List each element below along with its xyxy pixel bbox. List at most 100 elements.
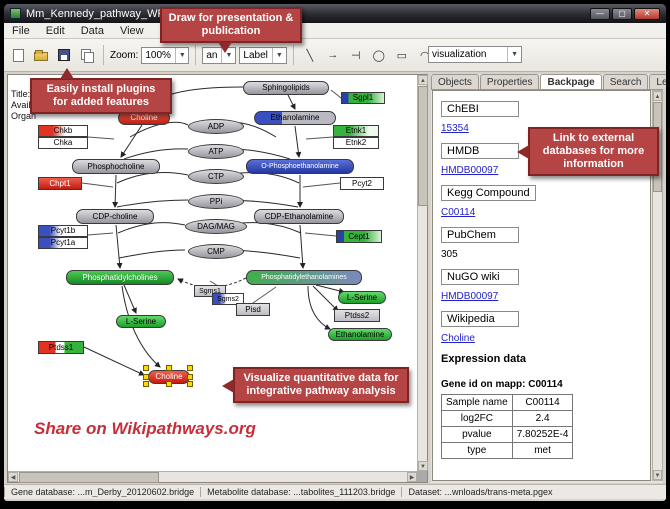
new-file-button[interactable] xyxy=(8,45,28,65)
selection-handle[interactable] xyxy=(166,381,172,387)
toolbar: Zoom: 100% ▼ an ▼ Label ▼ ╲ → ⊣ ◯ ▭ ◠ ◇ … xyxy=(4,39,666,72)
chebi-link[interactable]: 15354 xyxy=(441,123,469,134)
tbar-tool-button[interactable]: ⊣ xyxy=(351,49,361,62)
callout-pointer-icon xyxy=(222,379,234,393)
node-sphingolipids[interactable]: Sphingolipids xyxy=(243,81,329,95)
node-etnk1[interactable]: Etnk1 xyxy=(333,125,379,137)
node-pcyt1a[interactable]: Pcyt1a xyxy=(38,237,88,249)
node-adp[interactable]: ADP xyxy=(188,119,244,134)
chevron-down-icon: ▼ xyxy=(174,47,186,63)
node-cdp-choline[interactable]: CDP-choline xyxy=(76,209,154,224)
node-phosphatidylcholines[interactable]: Phosphatidylcholines xyxy=(66,270,174,285)
selection-handle[interactable] xyxy=(143,381,149,387)
gene-id-label: Gene id on mapp: C00114 xyxy=(441,379,563,390)
minimize-button[interactable]: — xyxy=(590,7,610,20)
backpage-section-wikipedia: Wikipedia Choline xyxy=(441,311,642,344)
node-ptdss2[interactable]: Ptdss2 xyxy=(334,309,380,322)
selection-handle[interactable] xyxy=(187,381,193,387)
node-cmp[interactable]: CMP xyxy=(188,244,244,259)
menu-view[interactable]: View xyxy=(119,24,144,37)
node-cept1[interactable]: Cept1 xyxy=(336,230,382,243)
scroll-right-icon[interactable]: ▶ xyxy=(407,472,417,482)
node-ctp[interactable]: CTP xyxy=(188,169,244,184)
maximize-button[interactable]: ▢ xyxy=(612,7,632,20)
wikipedia-header: Wikipedia xyxy=(441,311,519,327)
wikipedia-link[interactable]: Choline xyxy=(441,333,475,344)
arrow-tool-button[interactable]: → xyxy=(327,49,339,61)
pathway-infobox: Title: Avail Organ xyxy=(11,89,36,122)
selection-handle[interactable] xyxy=(166,365,172,371)
kegg-link[interactable]: C00114 xyxy=(441,207,476,218)
node-chkb[interactable]: Chkb xyxy=(38,125,88,137)
node-ptdss1[interactable]: Ptdss1 xyxy=(38,341,84,354)
cell-pvalue-value: 7.80252E-4 xyxy=(511,426,574,443)
copy-button[interactable] xyxy=(77,45,97,65)
menu-edit[interactable]: Edit xyxy=(45,24,65,37)
scrollbar-thumb[interactable] xyxy=(19,472,159,483)
scroll-up-icon[interactable]: ▲ xyxy=(418,75,428,85)
rectangle-tool-button[interactable]: ▭ xyxy=(396,49,408,62)
scrollbar-thumb[interactable] xyxy=(418,86,428,206)
scroll-down-icon[interactable]: ▼ xyxy=(653,470,662,480)
app-icon xyxy=(10,8,21,19)
selection-handle[interactable] xyxy=(143,365,149,371)
zoom-combobox[interactable]: 100% ▼ xyxy=(141,46,190,64)
open-file-button[interactable] xyxy=(31,45,51,65)
scroll-down-icon[interactable]: ▼ xyxy=(418,461,428,471)
infobox-availability-line: Avail xyxy=(11,100,31,110)
table-row: Sample name C00114 xyxy=(441,394,574,411)
callout-text: Draw for presentation & publication xyxy=(168,12,294,37)
tab-legend[interactable]: Legend xyxy=(649,74,666,89)
node-pcyt1b[interactable]: Pcyt1b xyxy=(38,225,88,237)
tab-search[interactable]: Search xyxy=(602,74,649,89)
arc-tool-button[interactable]: ◠ xyxy=(420,49,430,62)
canvas-vertical-scrollbar[interactable]: ▲ ▼ xyxy=(417,75,428,471)
ellipse-tool-button[interactable]: ◯ xyxy=(372,49,385,62)
cell-log2fc-value: 2.4 xyxy=(511,410,574,427)
close-button[interactable]: ✕ xyxy=(634,7,660,20)
scroll-up-icon[interactable]: ▲ xyxy=(653,91,662,101)
node-pcyt2[interactable]: Pcyt2 xyxy=(340,177,384,190)
node-chpt1[interactable]: Chpt1 xyxy=(38,177,82,190)
node-phosphocholine[interactable]: Phosphocholine xyxy=(72,159,160,174)
hmdb-link[interactable]: HMDB00097 xyxy=(441,165,499,176)
zoom-label: Zoom: xyxy=(110,49,139,61)
cell-sample-name: Sample name xyxy=(441,394,513,411)
node-l-serine-right[interactable]: L-Serine xyxy=(338,291,386,304)
backpage-section-kegg: Kegg Compound C00114 xyxy=(441,185,642,218)
save-button[interactable] xyxy=(54,45,74,65)
canvas-horizontal-scrollbar[interactable]: ◀ ▶ xyxy=(8,471,417,483)
table-row: type met xyxy=(441,442,574,459)
status-dataset: Dataset: ...wnloads/trans-meta.pgex xyxy=(401,487,558,497)
tab-backpage[interactable]: Backpage xyxy=(540,74,602,89)
tab-properties[interactable]: Properties xyxy=(479,74,540,89)
visualization-combobox[interactable]: visualization ▼ xyxy=(428,46,522,63)
menu-data[interactable]: Data xyxy=(80,24,104,37)
selection-handle[interactable] xyxy=(187,365,193,371)
pathway-canvas[interactable]: Title: Avail Organ xyxy=(8,75,417,471)
node-l-serine-left[interactable]: L-Serine xyxy=(116,315,166,328)
tab-objects[interactable]: Objects xyxy=(431,74,479,89)
node-o-phosphoethanolamine[interactable]: O-Phosphoethanolamine xyxy=(246,159,354,174)
node-sgpl1[interactable]: Sgpl1 xyxy=(341,92,385,104)
line-tool-button[interactable]: ╲ xyxy=(306,49,314,62)
node-atp[interactable]: ATP xyxy=(188,144,244,159)
scroll-left-icon[interactable]: ◀ xyxy=(8,472,18,482)
callout-text: Visualize quantitative data for integrat… xyxy=(243,372,399,397)
title-bar[interactable]: Mm_Kennedy_pathway_WP1771_45176.gpml — ▢… xyxy=(4,4,666,23)
nugo-link[interactable]: HMDB00097 xyxy=(441,291,499,302)
node-cdp-ethanolamine[interactable]: CDP-Ethanolamine xyxy=(254,209,344,224)
node-ethanolamine-top[interactable]: Ethanolamine xyxy=(254,111,336,125)
node-phosphatidylethanolamines[interactable]: Phosphatidylethanolamines xyxy=(246,270,362,285)
selection-handle[interactable] xyxy=(143,374,149,380)
selection-handle[interactable] xyxy=(187,374,193,380)
node-chka[interactable]: Chka xyxy=(38,137,88,149)
node-ethanolamine-bottom[interactable]: Ethanolamine xyxy=(328,328,392,341)
node-etnk2[interactable]: Etnk2 xyxy=(333,137,379,149)
menu-file[interactable]: File xyxy=(12,24,30,37)
node-dag-mag[interactable]: DAG/MAG xyxy=(185,219,247,234)
label-tool-combobox[interactable]: Label ▼ xyxy=(239,46,287,64)
node-sgms2[interactable]: Sgms2 xyxy=(212,293,244,305)
node-pisd[interactable]: Pisd xyxy=(236,303,270,316)
node-ppi[interactable]: PPi xyxy=(188,194,244,209)
